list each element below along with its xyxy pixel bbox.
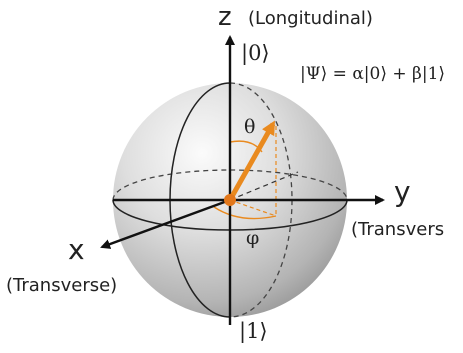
z-axis-description: (Longitudinal) xyxy=(248,8,373,29)
phi-label: φ xyxy=(246,227,260,249)
x-axis-back xyxy=(229,171,299,201)
origin-dot xyxy=(224,194,236,206)
theta-label: θ xyxy=(244,116,256,138)
y-axis-letter: y xyxy=(394,175,411,208)
state-vector xyxy=(227,120,276,202)
phi-arc xyxy=(213,206,277,220)
meridian-back xyxy=(229,82,293,318)
state-equation: |Ψ⟩ = α|0⟩ + β|1⟩ xyxy=(300,64,446,84)
x-axis-description: (Transverse) xyxy=(6,275,118,296)
x-axis xyxy=(100,198,231,249)
projection-floor xyxy=(229,199,277,217)
z-axis-letter: z xyxy=(218,2,232,32)
ket-one-label: |1⟩ xyxy=(239,319,268,343)
y-axis-description: (Transvers xyxy=(351,219,445,240)
x-axis-letter: x xyxy=(68,233,85,266)
equator-back xyxy=(112,169,348,201)
ket-zero-label: |0⟩ xyxy=(241,41,270,65)
